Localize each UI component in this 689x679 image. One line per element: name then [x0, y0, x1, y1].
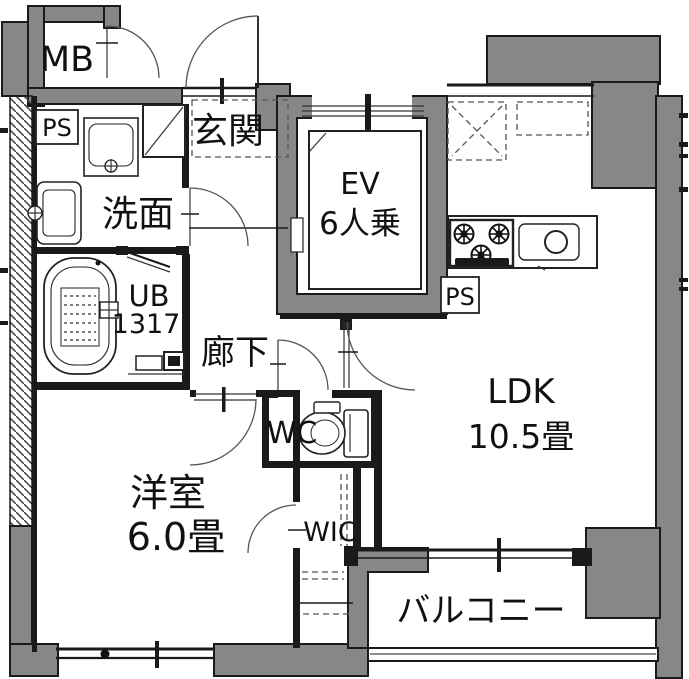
wc-top-wall-right — [332, 390, 378, 398]
label-meter-box: MB — [40, 40, 94, 80]
ps-box-left — [35, 109, 79, 145]
wc-fixtures — [298, 401, 369, 458]
edge-vent-ticks — [0, 113, 688, 325]
washbasin — [83, 117, 139, 177]
balcony-door-stub-right — [572, 548, 592, 566]
hall-top-wall — [280, 313, 447, 319]
label-ldk: LDK — [487, 372, 556, 412]
label-unit-bath-size: 1317 — [112, 309, 181, 340]
elevator-door-mark — [365, 94, 371, 164]
bath-counter — [128, 351, 185, 375]
unit-bath-fixtures — [43, 246, 188, 375]
bedroom-right-wall-upper — [293, 397, 300, 502]
kitchen-sink — [518, 223, 580, 271]
refrigerator-space — [447, 101, 507, 161]
bedroom-bottom-window — [56, 641, 214, 668]
label-ldk-size: 10.5畳 — [468, 417, 574, 456]
balcony-railing — [367, 647, 659, 662]
kitchen — [447, 101, 598, 271]
cupboard-dashed — [516, 101, 589, 136]
interior-walls — [32, 96, 592, 652]
entrance-overhead-storage — [191, 99, 289, 158]
label-ps-right: PS — [445, 283, 475, 311]
elevator-cab — [308, 130, 422, 290]
toilet — [298, 401, 369, 458]
openings — [0, 78, 688, 668]
bath-mixer — [99, 301, 119, 319]
label-wic: WIC — [303, 517, 357, 548]
mb-right-pillar — [103, 5, 121, 29]
bath-hall-wall — [182, 254, 190, 390]
shoe-cabinet — [142, 104, 186, 158]
left-boundary-hatch — [9, 95, 33, 527]
elevator-interior — [290, 94, 424, 290]
label-elevator: EV — [340, 167, 380, 202]
bottom-band-wall — [213, 643, 369, 677]
bath-bedroom-wall — [32, 382, 190, 390]
wic-right-wall — [353, 468, 361, 550]
left-wall-lower — [9, 525, 33, 653]
kitchen-top-window — [447, 83, 594, 97]
bath-door — [116, 246, 188, 273]
ldk-left-wall — [374, 390, 382, 548]
wc-bottom-wall — [262, 461, 378, 468]
hall-ldk-wall-stub — [340, 319, 352, 330]
label-wc: WC — [267, 416, 318, 451]
door-swings — [96, 15, 416, 554]
door-arc-bedroom — [189, 387, 257, 466]
label-western-room: 洋室 — [130, 471, 206, 515]
washroom-fixtures — [27, 117, 139, 245]
mb-bottom-wall — [27, 87, 183, 105]
label-hallway: 廊下 — [201, 333, 269, 373]
bottom-right-pillar — [585, 527, 661, 619]
door-arc-entrance — [185, 15, 259, 89]
entrance-threshold — [183, 78, 256, 104]
unit-left-wall — [32, 96, 37, 652]
wic-fixtures — [300, 474, 353, 615]
washroom-bath-wall — [32, 247, 182, 254]
top-right-wall-lobe — [591, 81, 659, 189]
neighbor-block — [1, 21, 31, 97]
label-western-room-size: 6.0畳 — [127, 515, 225, 559]
wc-left-wall — [262, 390, 269, 468]
hall-bedroom-wall-stub — [190, 390, 196, 397]
balcony-left-wall — [347, 547, 429, 649]
balcony-sliding-door — [358, 538, 572, 572]
wic-shelf-dashed — [302, 571, 344, 580]
balcony-door-stub-left — [344, 546, 358, 566]
structural-walls — [1, 5, 683, 679]
stove — [448, 218, 515, 268]
door-arc-washroom — [181, 187, 249, 247]
label-unit-bath: UB — [128, 279, 169, 313]
label-entrance: 玄関 — [192, 111, 264, 152]
door-arc-wc — [270, 339, 329, 391]
door-arc-mb — [96, 25, 160, 79]
bedroom-right-wall-lower — [293, 548, 300, 648]
washing-machine-pan — [27, 181, 82, 245]
top-right-wall-bar — [486, 35, 661, 85]
wic-hanger-pipe — [340, 474, 348, 546]
label-balcony: バルコニー — [396, 591, 565, 631]
door-arc-ldk — [338, 321, 416, 391]
door-arc-wic — [247, 504, 306, 554]
entrance-fixtures — [142, 99, 289, 158]
room-labels: MB PS 玄関 洗面 EV 6人乗 UB 1317 廊下 PS WC LDK … — [40, 40, 574, 631]
bathtub — [43, 257, 117, 375]
ps-box-right — [440, 276, 480, 314]
wc-top-wall-left — [262, 390, 278, 398]
label-elevator-capacity: 6人乗 — [319, 206, 401, 242]
label-ps-left: PS — [42, 114, 72, 142]
label-washroom: 洗面 — [102, 194, 174, 235]
